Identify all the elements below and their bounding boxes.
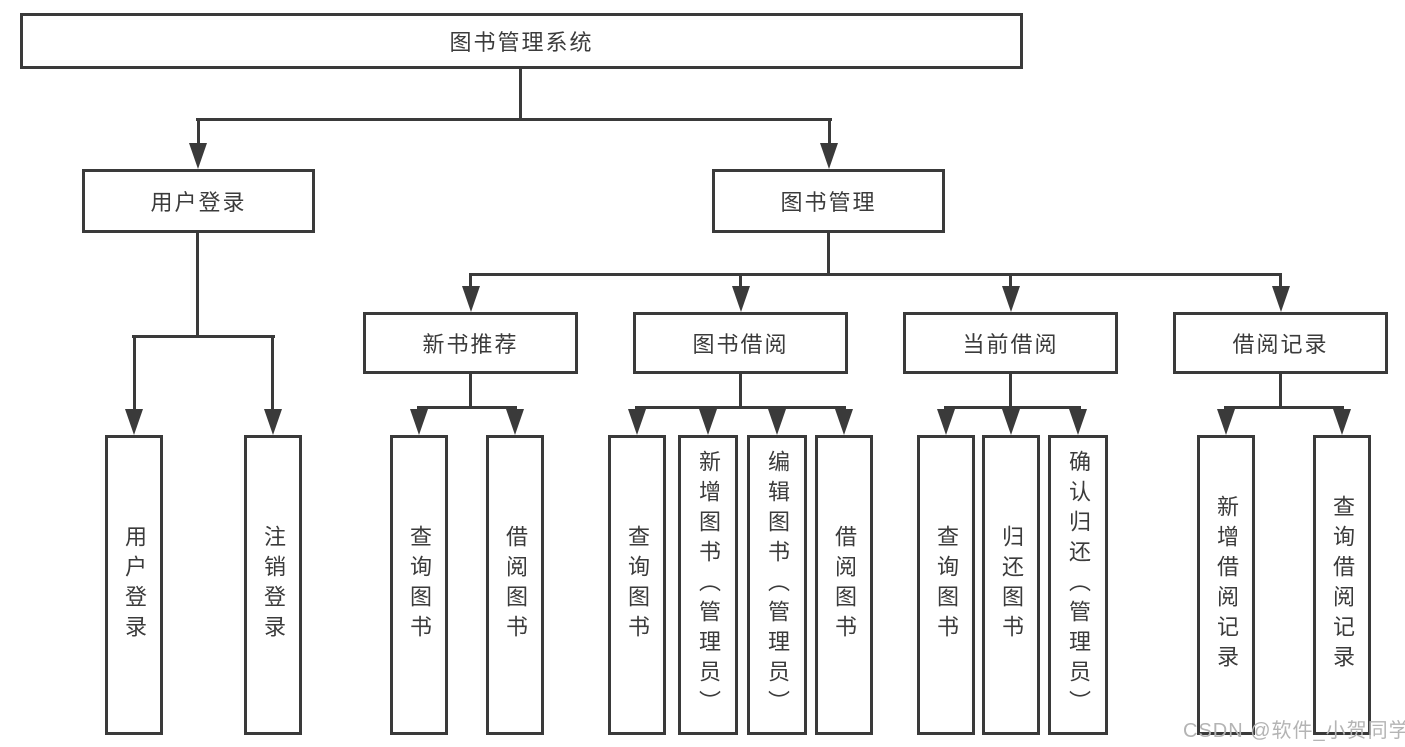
leaf-borrow-books-borrow: 借阅图书 xyxy=(815,435,873,735)
arrowhead-leaf-logout xyxy=(264,409,282,435)
leaf-borrow-books-recommend: 借阅图书 xyxy=(486,435,544,735)
arrowhead-book-borrow xyxy=(732,286,750,312)
connector-drop-borrow-records xyxy=(1279,276,1282,288)
connector-drop-new-book-recommend xyxy=(469,276,472,288)
connector-drop-user-login xyxy=(197,121,200,147)
connector-drop-book-management xyxy=(828,121,831,147)
node-borrow-records: 借阅记录 xyxy=(1173,312,1388,374)
connector-root-stem xyxy=(519,67,522,121)
leaf-edit-book-admin: 编辑图书（管理员） xyxy=(747,435,807,735)
arrowhead-add-book-admin xyxy=(699,409,717,435)
arrowhead-return-books xyxy=(1002,409,1020,435)
arrowhead-query-books-borrow xyxy=(628,409,646,435)
arrowhead-borrow-records xyxy=(1272,286,1290,312)
node-user-login: 用户登录 xyxy=(82,169,315,233)
connector-level2-rail xyxy=(196,118,832,121)
arrowhead-borrow-books-borrow xyxy=(835,409,853,435)
connector-level3-rail xyxy=(469,273,1282,276)
leaf-user-login: 用户登录 xyxy=(105,435,163,735)
arrowhead-leaf-user-login xyxy=(125,409,143,435)
connector-current-group-rail xyxy=(944,406,1081,409)
leaf-query-borrow-record: 查询借阅记录 xyxy=(1313,435,1371,735)
connector-drop-leaf-user-login xyxy=(133,338,136,411)
arrowhead-edit-book-admin xyxy=(768,409,786,435)
node-library-management-system: 图书管理系统 xyxy=(20,13,1023,69)
leaf-confirm-return-admin: 确认归还（管理员） xyxy=(1048,435,1108,735)
arrowhead-book-management xyxy=(820,143,838,169)
leaf-query-books-borrow: 查询图书 xyxy=(608,435,666,735)
connector-book-borrow-stem xyxy=(739,374,742,409)
arrowhead-confirm-return-admin xyxy=(1069,409,1087,435)
arrowhead-add-borrow-record xyxy=(1217,409,1235,435)
arrowhead-borrow-books-recommend xyxy=(506,409,524,435)
node-book-borrow: 图书借阅 xyxy=(633,312,848,374)
leaf-add-borrow-record: 新增借阅记录 xyxy=(1197,435,1255,735)
connector-new-book-recommend-stem xyxy=(469,374,472,409)
arrowhead-user-login xyxy=(189,143,207,169)
node-new-book-recommend: 新书推荐 xyxy=(363,312,578,374)
arrowhead-query-books-recommend xyxy=(410,409,428,435)
connector-drop-leaf-logout xyxy=(271,338,274,411)
arrowhead-new-book-recommend xyxy=(462,286,480,312)
csdn-watermark: CSDN @软件_小贺同学 xyxy=(1183,720,1405,742)
arrowhead-query-books-current xyxy=(937,409,955,435)
connector-records-group-rail xyxy=(1224,406,1344,409)
connector-user-group-rail xyxy=(132,335,275,338)
leaf-return-books: 归还图书 xyxy=(982,435,1040,735)
connector-borrow-records-stem xyxy=(1279,374,1282,409)
arrowhead-query-borrow-record xyxy=(1333,409,1351,435)
node-current-borrow: 当前借阅 xyxy=(903,312,1118,374)
connector-drop-book-borrow xyxy=(739,276,742,288)
leaf-logout: 注销登录 xyxy=(244,435,302,735)
connector-borrow-group-rail xyxy=(635,406,846,409)
connector-drop-current-borrow xyxy=(1009,276,1012,288)
leaf-query-books-recommend: 查询图书 xyxy=(390,435,448,735)
connector-user-login-stem xyxy=(196,231,199,338)
arrowhead-current-borrow xyxy=(1002,286,1020,312)
leaf-query-books-current: 查询图书 xyxy=(917,435,975,735)
connector-recommend-group-rail xyxy=(417,406,517,409)
node-book-management: 图书管理 xyxy=(712,169,945,233)
connector-current-borrow-stem xyxy=(1009,374,1012,409)
leaf-add-book-admin: 新增图书（管理员） xyxy=(678,435,738,735)
connector-book-management-stem xyxy=(827,231,830,276)
